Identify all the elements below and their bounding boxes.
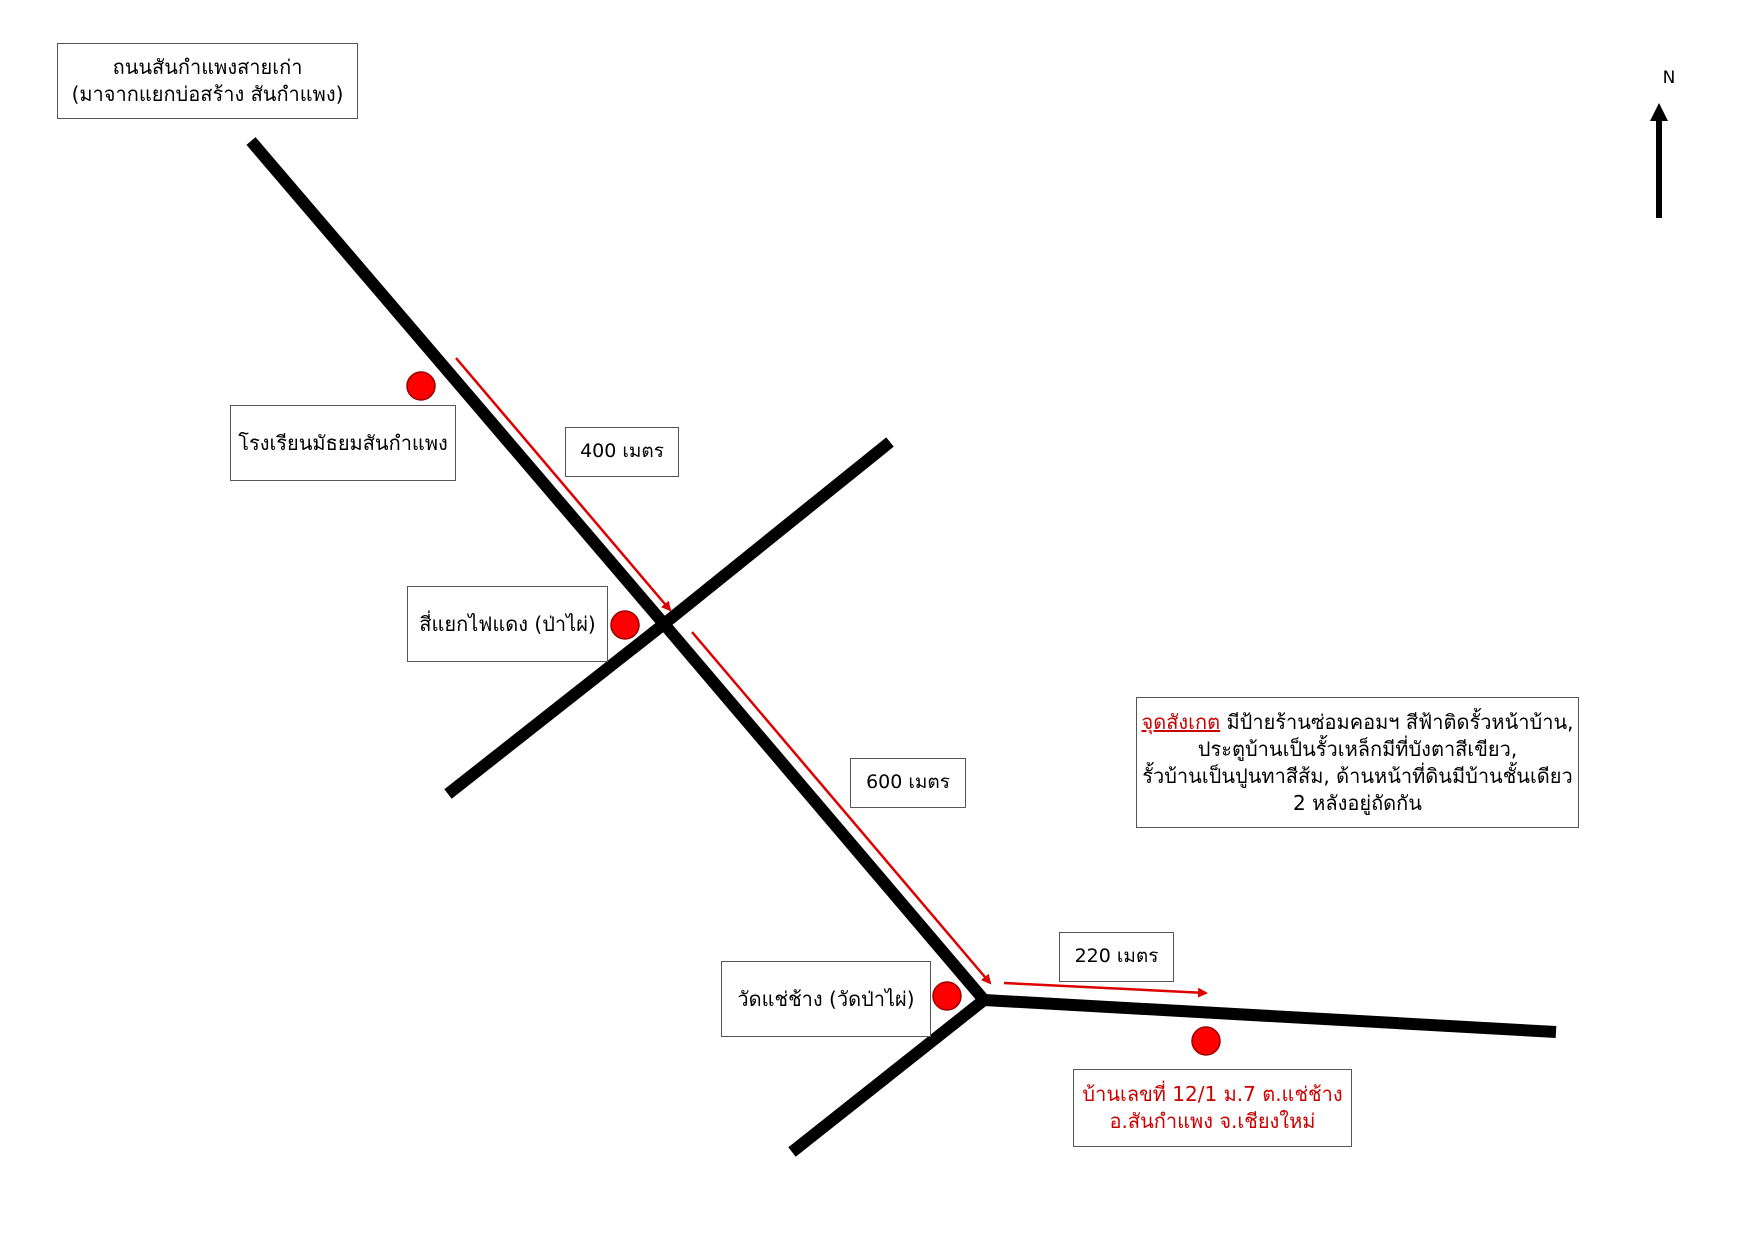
cross-road-southwest [444,619,668,799]
note-line-1-text: มีป้ายร้านซ่อมคอมฯ สีฟ้าติดรั้วหน้าบ้าน, [1220,709,1574,734]
school-label: โรงเรียนมัธยมสันกำแพง [230,405,456,481]
temple-name: วัดแช่ช้าง (วัดป่าไผ่) [737,986,915,1011]
note-line-2: ประตูบ้านเป็นรั้วเหล็กมีที่บังตาสีเขียว, [1197,736,1518,761]
route-arrow-2 [691,631,992,985]
temple-label: วัดแช่ช้าง (วัดป่าไผ่) [721,961,931,1037]
school-marker [406,371,436,401]
destination-marker [1191,1026,1221,1056]
junction-label: สี่แยกไฟแดง (ป่าไผ่) [407,586,608,662]
destination-road-east [983,994,1557,1038]
road-origin-line1: ถนนสันกำแพงสายเก่า [112,55,303,79]
distance-label-1: 400 เมตร [565,427,679,477]
route-arrow-1 [455,357,672,612]
landmark-note: จุดสังเกต มีป้ายร้านซ่อมคอมฯ สีฟ้าติดรั้… [1136,697,1579,828]
branch-road-southwest [788,995,988,1157]
road-origin-line2: (มาจากแยกบ่อสร้าง สันกำแพง) [71,82,344,106]
road-origin-label: ถนนสันกำแพงสายเก่า (มาจากแยกบ่อสร้าง สัน… [57,43,358,119]
distance-label-2: 600 เมตร [850,758,966,808]
junction-marker [610,610,640,640]
cross-road-northeast [660,437,894,629]
destination-line2: อ.สันกำแพง จ.เชียงใหม่ [1109,1109,1316,1133]
north-label: N [1662,68,1676,88]
distance-2-text: 600 เมตร [866,771,950,794]
distance-3-text: 220 เมตร [1074,945,1159,968]
temple-marker [932,981,962,1011]
note-line-3: รั้วบ้านเป็นปูนทาสีส้ม, ด้านหน้าที่ดินมี… [1142,763,1573,788]
main-road-northwest [246,137,669,628]
destination-address-label: บ้านเลขที่ 12/1 ม.7 ต.แช่ช้าง อ.สันกำแพง… [1073,1069,1352,1147]
distance-1-text: 400 เมตร [580,440,664,463]
destination-line1: บ้านเลขที่ 12/1 ม.7 ต.แช่ช้าง [1082,1082,1343,1106]
junction-name: สี่แยกไฟแดง (ป่าไผ่) [419,611,596,636]
main-road-middle [659,620,989,1004]
distance-label-3: 220 เมตร [1059,932,1174,982]
note-label: จุดสังเกต [1141,709,1221,734]
route-arrow-3 [1003,981,1208,998]
note-line-1: จุดสังเกต มีป้ายร้านซ่อมคอมฯ สีฟ้าติดรั้… [1142,709,1574,736]
school-name: โรงเรียนมัธยมสันกำแพง [238,430,448,455]
note-line-4: 2 หลังอยู่ถัดกัน [1293,790,1422,815]
